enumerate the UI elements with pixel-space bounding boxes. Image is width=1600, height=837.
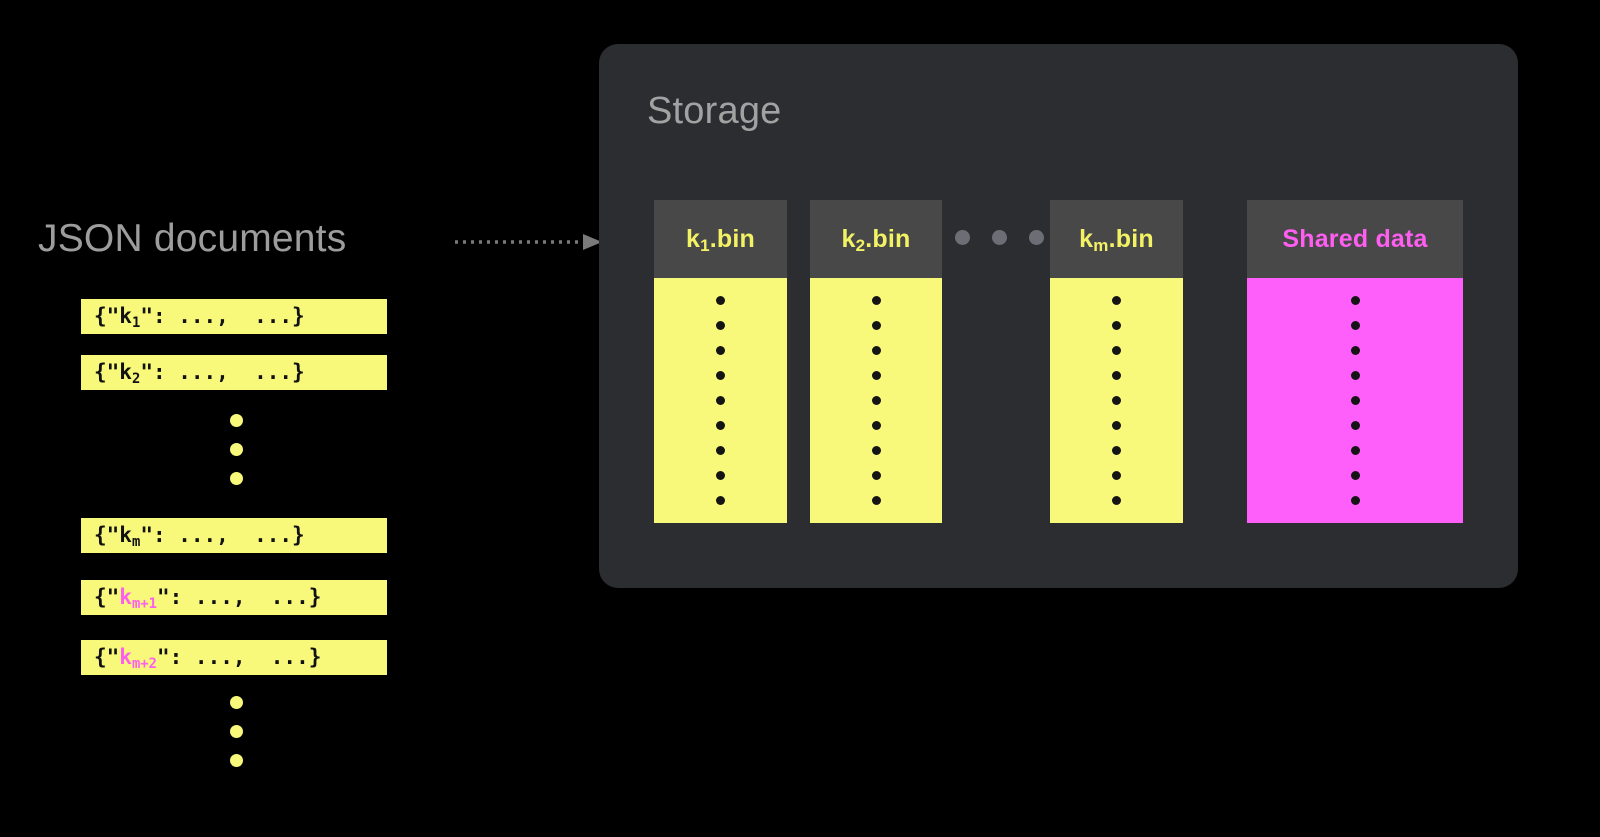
json-document-row: {"k1": ..., ...} bbox=[81, 299, 387, 334]
json-document-row: {"km+2": ..., ...} bbox=[81, 640, 387, 675]
content-dot bbox=[716, 471, 725, 480]
storage-ellipsis bbox=[955, 230, 1044, 245]
storage-column[interactable]: k2.bin bbox=[810, 200, 942, 523]
content-dot bbox=[871, 296, 881, 305]
json-document-code: {"km": ..., ...} bbox=[94, 523, 305, 550]
json-key: km+2 bbox=[119, 645, 157, 672]
storage-title: Storage bbox=[647, 90, 782, 132]
ellipsis-dot bbox=[1029, 230, 1044, 245]
json-key: km+1 bbox=[119, 585, 157, 612]
json-prefix: {" bbox=[94, 645, 120, 669]
storage-column-header: k2.bin bbox=[810, 200, 942, 278]
json-documents-section: JSON documents {"k1": ..., ...} {"k2": .… bbox=[0, 0, 470, 837]
content-dot bbox=[716, 371, 725, 380]
content-dot bbox=[716, 446, 725, 455]
storage-column-body bbox=[1050, 278, 1183, 523]
json-prefix: {" bbox=[94, 360, 120, 384]
content-dot bbox=[1112, 296, 1121, 305]
json-document-row: {"km": ..., ...} bbox=[81, 518, 387, 553]
storage-column-label: km.bin bbox=[1079, 224, 1154, 256]
json-document-code: {"k1": ..., ...} bbox=[94, 304, 305, 331]
json-document-code: {"km+2": ..., ...} bbox=[94, 645, 322, 672]
content-dot bbox=[716, 321, 725, 330]
storage-column-body bbox=[654, 278, 787, 523]
content-dot bbox=[871, 346, 881, 355]
content-dot bbox=[1350, 421, 1360, 430]
content-dot bbox=[716, 396, 725, 405]
ellipsis-dot bbox=[229, 472, 243, 485]
content-dot bbox=[1350, 396, 1360, 405]
json-document-code: {"km+1": ..., ...} bbox=[94, 585, 322, 612]
storage-column-body bbox=[1247, 278, 1463, 523]
content-dot bbox=[1350, 446, 1360, 455]
storage-column-label: k2.bin bbox=[841, 224, 911, 256]
json-prefix: {" bbox=[94, 523, 120, 547]
ellipsis-dot bbox=[229, 443, 243, 456]
content-dot bbox=[871, 421, 881, 430]
json-prefix: {" bbox=[94, 585, 120, 609]
storage-column[interactable]: k1.bin bbox=[654, 200, 787, 523]
content-dot bbox=[1112, 396, 1121, 405]
storage-column-label: k1.bin bbox=[686, 224, 755, 256]
content-dot bbox=[871, 496, 881, 505]
content-dot bbox=[716, 421, 725, 430]
json-suffix: ": ..., ...} bbox=[157, 585, 322, 609]
ellipsis-dot bbox=[229, 725, 243, 738]
content-dot bbox=[1112, 321, 1121, 330]
storage-column-header: k1.bin bbox=[654, 200, 787, 278]
json-ellipsis-lower bbox=[222, 696, 250, 767]
content-dot bbox=[1112, 496, 1121, 505]
json-document-code: {"k2": ..., ...} bbox=[94, 360, 305, 387]
content-dot bbox=[716, 496, 725, 505]
content-dot bbox=[871, 321, 881, 330]
storage-panel: Storage k1.bin k2.bin km.bin Shared data bbox=[599, 44, 1518, 588]
storage-column-shared[interactable]: Shared data bbox=[1247, 200, 1463, 523]
content-dot bbox=[1112, 471, 1121, 480]
content-dot bbox=[716, 346, 725, 355]
ellipsis-dot bbox=[229, 696, 243, 709]
storage-column-header: Shared data bbox=[1247, 200, 1463, 278]
content-dot bbox=[1350, 496, 1360, 505]
content-dot bbox=[1350, 321, 1360, 330]
ellipsis-dot bbox=[229, 414, 243, 427]
storage-column-header: km.bin bbox=[1050, 200, 1183, 278]
content-dot bbox=[871, 471, 881, 480]
ellipsis-dot bbox=[992, 230, 1007, 245]
content-dot bbox=[1112, 371, 1121, 380]
ellipsis-dot bbox=[955, 230, 970, 245]
storage-column[interactable]: km.bin bbox=[1050, 200, 1183, 523]
json-documents-title: JSON documents bbox=[38, 217, 347, 260]
storage-column-body bbox=[810, 278, 942, 523]
json-suffix: ": ..., ...} bbox=[140, 523, 305, 547]
json-key: km bbox=[119, 523, 141, 550]
json-suffix: ": ..., ...} bbox=[140, 304, 305, 328]
json-key: k1 bbox=[119, 304, 141, 331]
content-dot bbox=[1112, 446, 1121, 455]
json-document-row: {"km+1": ..., ...} bbox=[81, 580, 387, 615]
content-dot bbox=[871, 446, 881, 455]
content-dot bbox=[871, 396, 881, 405]
json-prefix: {" bbox=[94, 304, 120, 328]
ellipsis-dot bbox=[229, 754, 243, 767]
json-suffix: ": ..., ...} bbox=[140, 360, 305, 384]
content-dot bbox=[871, 371, 881, 380]
content-dot bbox=[1350, 471, 1360, 480]
storage-column-label: Shared data bbox=[1282, 224, 1428, 253]
json-suffix: ": ..., ...} bbox=[157, 645, 322, 669]
content-dot bbox=[1350, 296, 1360, 305]
content-dot bbox=[1112, 346, 1121, 355]
content-dot bbox=[716, 296, 725, 305]
json-ellipsis-upper bbox=[222, 414, 250, 485]
content-dot bbox=[1350, 371, 1360, 380]
flow-arrow-icon bbox=[455, 234, 602, 250]
content-dot bbox=[1350, 346, 1360, 355]
json-key: k2 bbox=[119, 360, 141, 387]
json-document-row: {"k2": ..., ...} bbox=[81, 355, 387, 390]
content-dot bbox=[1112, 421, 1121, 430]
